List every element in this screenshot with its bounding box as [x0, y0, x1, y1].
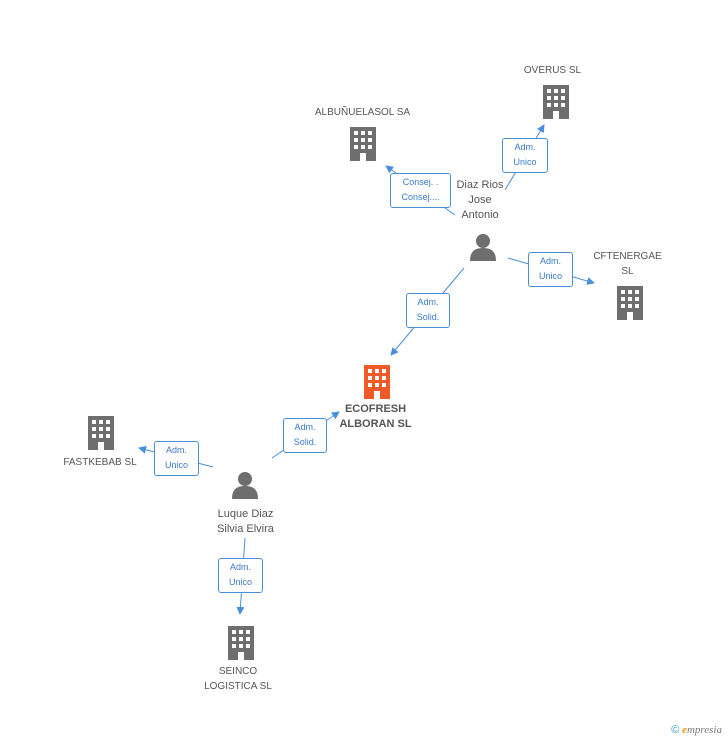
diaz-label-line3: Antonio: [461, 209, 499, 221]
edge-label-line1: Adm.: [229, 562, 251, 572]
fastkebab-building-icon[interactable]: [88, 416, 114, 450]
empresia-brand[interactable]: © empresia: [671, 724, 722, 736]
edge-label-luque-fastkebab[interactable]: Adm. Unico: [154, 441, 199, 476]
luque-person-icon[interactable]: [232, 472, 258, 499]
edge-label-line1: Adm.: [539, 256, 561, 266]
diaz-label-line2: Jose: [468, 194, 492, 206]
edge-label-luque-ecofresh[interactable]: Adm. Solid.: [283, 418, 327, 453]
cftenergae-label[interactable]: CFTENERGAE SL: [580, 249, 675, 279]
diaz-label[interactable]: Diaz Rios Jose Antonio: [440, 178, 520, 223]
ecofresh-label[interactable]: ECOFRESH ALBORAN SL: [328, 402, 423, 432]
brand-name: mpresia: [686, 724, 722, 736]
edge-label-diaz-cftenergae[interactable]: Adm. Unico: [528, 252, 573, 287]
cftenergae-label-line1: CFTENERGAE: [593, 251, 662, 262]
edge-label-line1: Adm.: [294, 422, 316, 432]
luque-label[interactable]: Luque Diaz Silvia Elvira: [198, 507, 293, 537]
edge-label-diaz-ecofresh[interactable]: Adm. Solid.: [406, 293, 450, 328]
luque-label-line2: Silvia Elvira: [217, 523, 274, 535]
edge-label-line1: Adm.: [165, 445, 187, 455]
edge-label-line2: Unico: [513, 157, 537, 167]
seinco-label[interactable]: SEINCO LOGISTICA SL: [188, 664, 288, 694]
edge-label-line1: Consej. .: [402, 177, 439, 187]
cftenergae-label-line2: SL: [621, 266, 634, 277]
diaz-label-line1: Diaz Rios: [456, 179, 504, 191]
cftenergae-building-icon[interactable]: [617, 286, 643, 320]
copyright-icon: ©: [671, 724, 680, 736]
brand-initial: e: [682, 724, 687, 736]
albunuelasol-label[interactable]: ALBUÑUELASOL SA: [314, 107, 411, 118]
edge-label-diaz-albunuelasol[interactable]: Consej. . Consej....: [390, 173, 451, 208]
overus-building-icon[interactable]: [543, 85, 569, 119]
seinco-label-line2: LOGISTICA SL: [204, 681, 272, 692]
ecofresh-building-icon[interactable]: [364, 365, 390, 399]
edge-label-line2: Solid.: [416, 312, 440, 322]
albunuelasol-building-icon[interactable]: [350, 127, 376, 161]
edge-label-line2: Unico: [538, 271, 562, 281]
edge-label-line2: Consej....: [401, 192, 440, 202]
fastkebab-label[interactable]: FASTKEBAB SL: [63, 457, 137, 468]
edge-label-luque-seinco[interactable]: Adm. Unico: [218, 558, 263, 593]
edge-label-diaz-overus[interactable]: Adm. Unico: [502, 138, 548, 173]
diaz-person-icon[interactable]: [470, 234, 496, 261]
overus-label[interactable]: OVERUS SL: [523, 65, 582, 76]
edge-label-line2: Unico: [228, 577, 252, 587]
luque-label-line1: Luque Diaz: [217, 508, 274, 520]
edge-label-line1: Adm.: [514, 142, 536, 152]
edge-label-line1: Adm.: [417, 297, 439, 307]
seinco-label-line1: SEINCO: [218, 666, 258, 677]
ecofresh-label-line2: ALBORAN SL: [339, 418, 412, 430]
edge-label-line2: Solid.: [293, 437, 317, 447]
ecofresh-label-line1: ECOFRESH: [344, 403, 407, 415]
seinco-building-icon[interactable]: [228, 626, 254, 660]
edge-label-line2: Unico: [164, 460, 188, 470]
